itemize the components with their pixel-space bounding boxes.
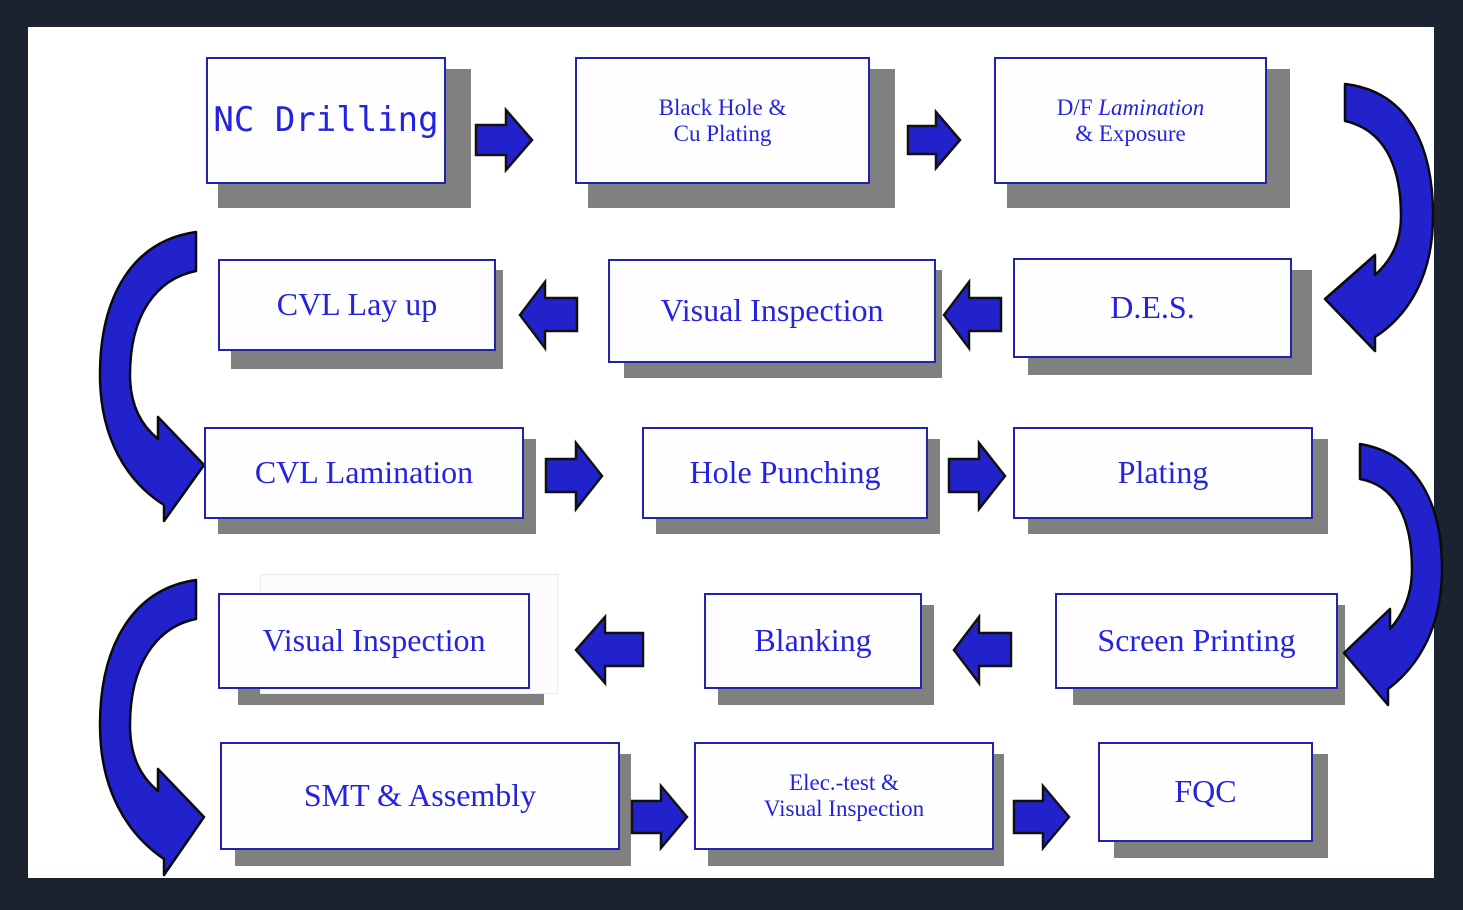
node-label: SMT & Assembly (303, 777, 537, 814)
node-label-line1-emphasis: Lamination (1098, 94, 1205, 120)
node-elec-test-visual-inspection[interactable]: Elec.-test &Visual Inspection (694, 742, 994, 850)
node-label: Visual Inspection (660, 292, 884, 329)
node-label-line2: Visual Inspection (763, 796, 925, 821)
node-plating[interactable]: Plating (1013, 427, 1313, 519)
node-black-hole-cu-plating[interactable]: Black Hole &Cu Plating (575, 57, 870, 184)
node-label-line1-pre: D/F (1056, 94, 1099, 120)
arrow-left-des-to-visualinspection1 (941, 278, 1003, 352)
node-cvl-lamination[interactable]: CVL Lamination (204, 427, 524, 519)
node-label: Blanking (754, 622, 872, 659)
node-label: Visual Inspection (262, 622, 486, 659)
node-label: FQC (1174, 773, 1237, 810)
node-label: Hole Punching (689, 454, 881, 491)
diagram-canvas: NC Drilling Black Hole &Cu Plating D/F L… (28, 27, 1444, 880)
arrow-uturn-left-cvllayup-to-cvllamination (80, 227, 210, 527)
node-label-line1: Elec.-test & (789, 770, 899, 796)
node-nc-drilling[interactable]: NC Drilling (206, 57, 446, 184)
node-visual-inspection-1[interactable]: Visual Inspection (608, 259, 936, 363)
node-label: D.E.S. (1110, 289, 1195, 326)
arrow-uturn-left-visualinspection2-to-smt (78, 575, 208, 880)
node-cvl-lay-up[interactable]: CVL Lay up (218, 259, 496, 351)
arrow-right-cvllamination-to-holepunching (544, 439, 606, 513)
node-label: NC Drilling (213, 100, 439, 141)
node-label-line1: Black Hole & (658, 94, 787, 120)
arrow-uturn-right-plating-to-screenprinting (1338, 439, 1458, 709)
arrow-right-smt-to-electest (630, 782, 690, 852)
node-blanking[interactable]: Blanking (704, 593, 922, 689)
arrow-uturn-right-dflam-to-des (1313, 79, 1443, 354)
node-des[interactable]: D.E.S. (1013, 258, 1292, 358)
node-visual-inspection-2[interactable]: Visual Inspection (218, 593, 530, 689)
arrow-right-holepunching-to-plating (947, 439, 1009, 513)
arrow-right-nc-to-blackhole (474, 106, 534, 174)
node-label: CVL Lay up (276, 286, 438, 323)
node-label: Screen Printing (1097, 622, 1296, 659)
node-smt-assembly[interactable]: SMT & Assembly (220, 742, 620, 850)
node-label: CVL Lamination (254, 454, 474, 491)
arrow-left-screenprinting-to-blanking (951, 613, 1013, 687)
arrow-left-blanking-to-visualinspection2 (573, 613, 645, 687)
node-label-line2: & Exposure (1075, 120, 1186, 146)
node-label: Plating (1117, 454, 1209, 491)
node-fqc[interactable]: FQC (1098, 742, 1313, 842)
node-label-line2: Cu Plating (673, 120, 772, 146)
arrow-right-blackhole-to-dflam (906, 108, 962, 172)
node-hole-punching[interactable]: Hole Punching (642, 427, 928, 519)
node-screen-printing[interactable]: Screen Printing (1055, 593, 1338, 689)
node-df-lamination-exposure[interactable]: D/F Lamination& Exposure (994, 57, 1267, 184)
arrow-left-visualinspection1-to-cvllayup (517, 278, 579, 352)
arrow-right-electest-to-fqc (1012, 782, 1072, 852)
